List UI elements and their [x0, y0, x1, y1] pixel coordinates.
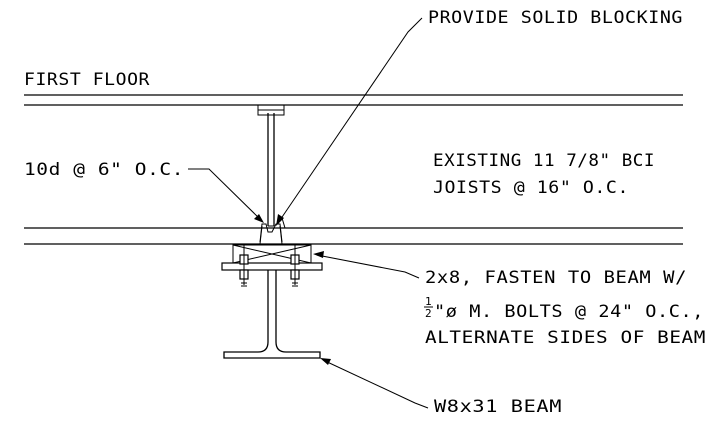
nailer-label-line1: 2x8, FASTEN TO BEAM W/	[425, 268, 687, 287]
nailer-label-line2: "ø M. BOLTS @ 24" O.C.,	[434, 302, 704, 321]
bolt-size-fraction: 1 2	[424, 295, 433, 320]
nailing-label: 10d @ 6" O.C.	[24, 160, 184, 179]
solid-blocking-web	[267, 113, 275, 227]
beam-top-flange	[221, 262, 323, 271]
bolt-left	[239, 245, 249, 287]
leader-nailer	[313, 251, 420, 279]
fraction-numerator: 1	[425, 295, 432, 308]
leader-beam	[320, 358, 429, 409]
blocking-label: PROVIDE SOLID BLOCKING	[428, 8, 683, 27]
w-beam-section	[223, 270, 321, 359]
beam-label: W8x31 BEAM	[434, 397, 562, 416]
joist-bottom-chord	[24, 227, 683, 245]
bolt-right	[290, 245, 300, 287]
blocking-top-flange	[257, 104, 285, 116]
leader-nailing	[188, 168, 264, 223]
joists-label-line2: JOISTS @ 16" O.C.	[433, 178, 629, 197]
nailer-label-line3: ALTERNATE SIDES OF BEAM	[425, 328, 706, 347]
fraction-denominator: 2	[425, 307, 432, 320]
joist-bottom-flange-detail	[259, 217, 286, 245]
floor-sheathing	[24, 94, 683, 106]
joists-label-line1: EXISTING 11 7/8" BCI	[433, 151, 655, 170]
first-floor-label: FIRST FLOOR	[24, 70, 150, 89]
leader-blocking	[276, 17, 423, 226]
